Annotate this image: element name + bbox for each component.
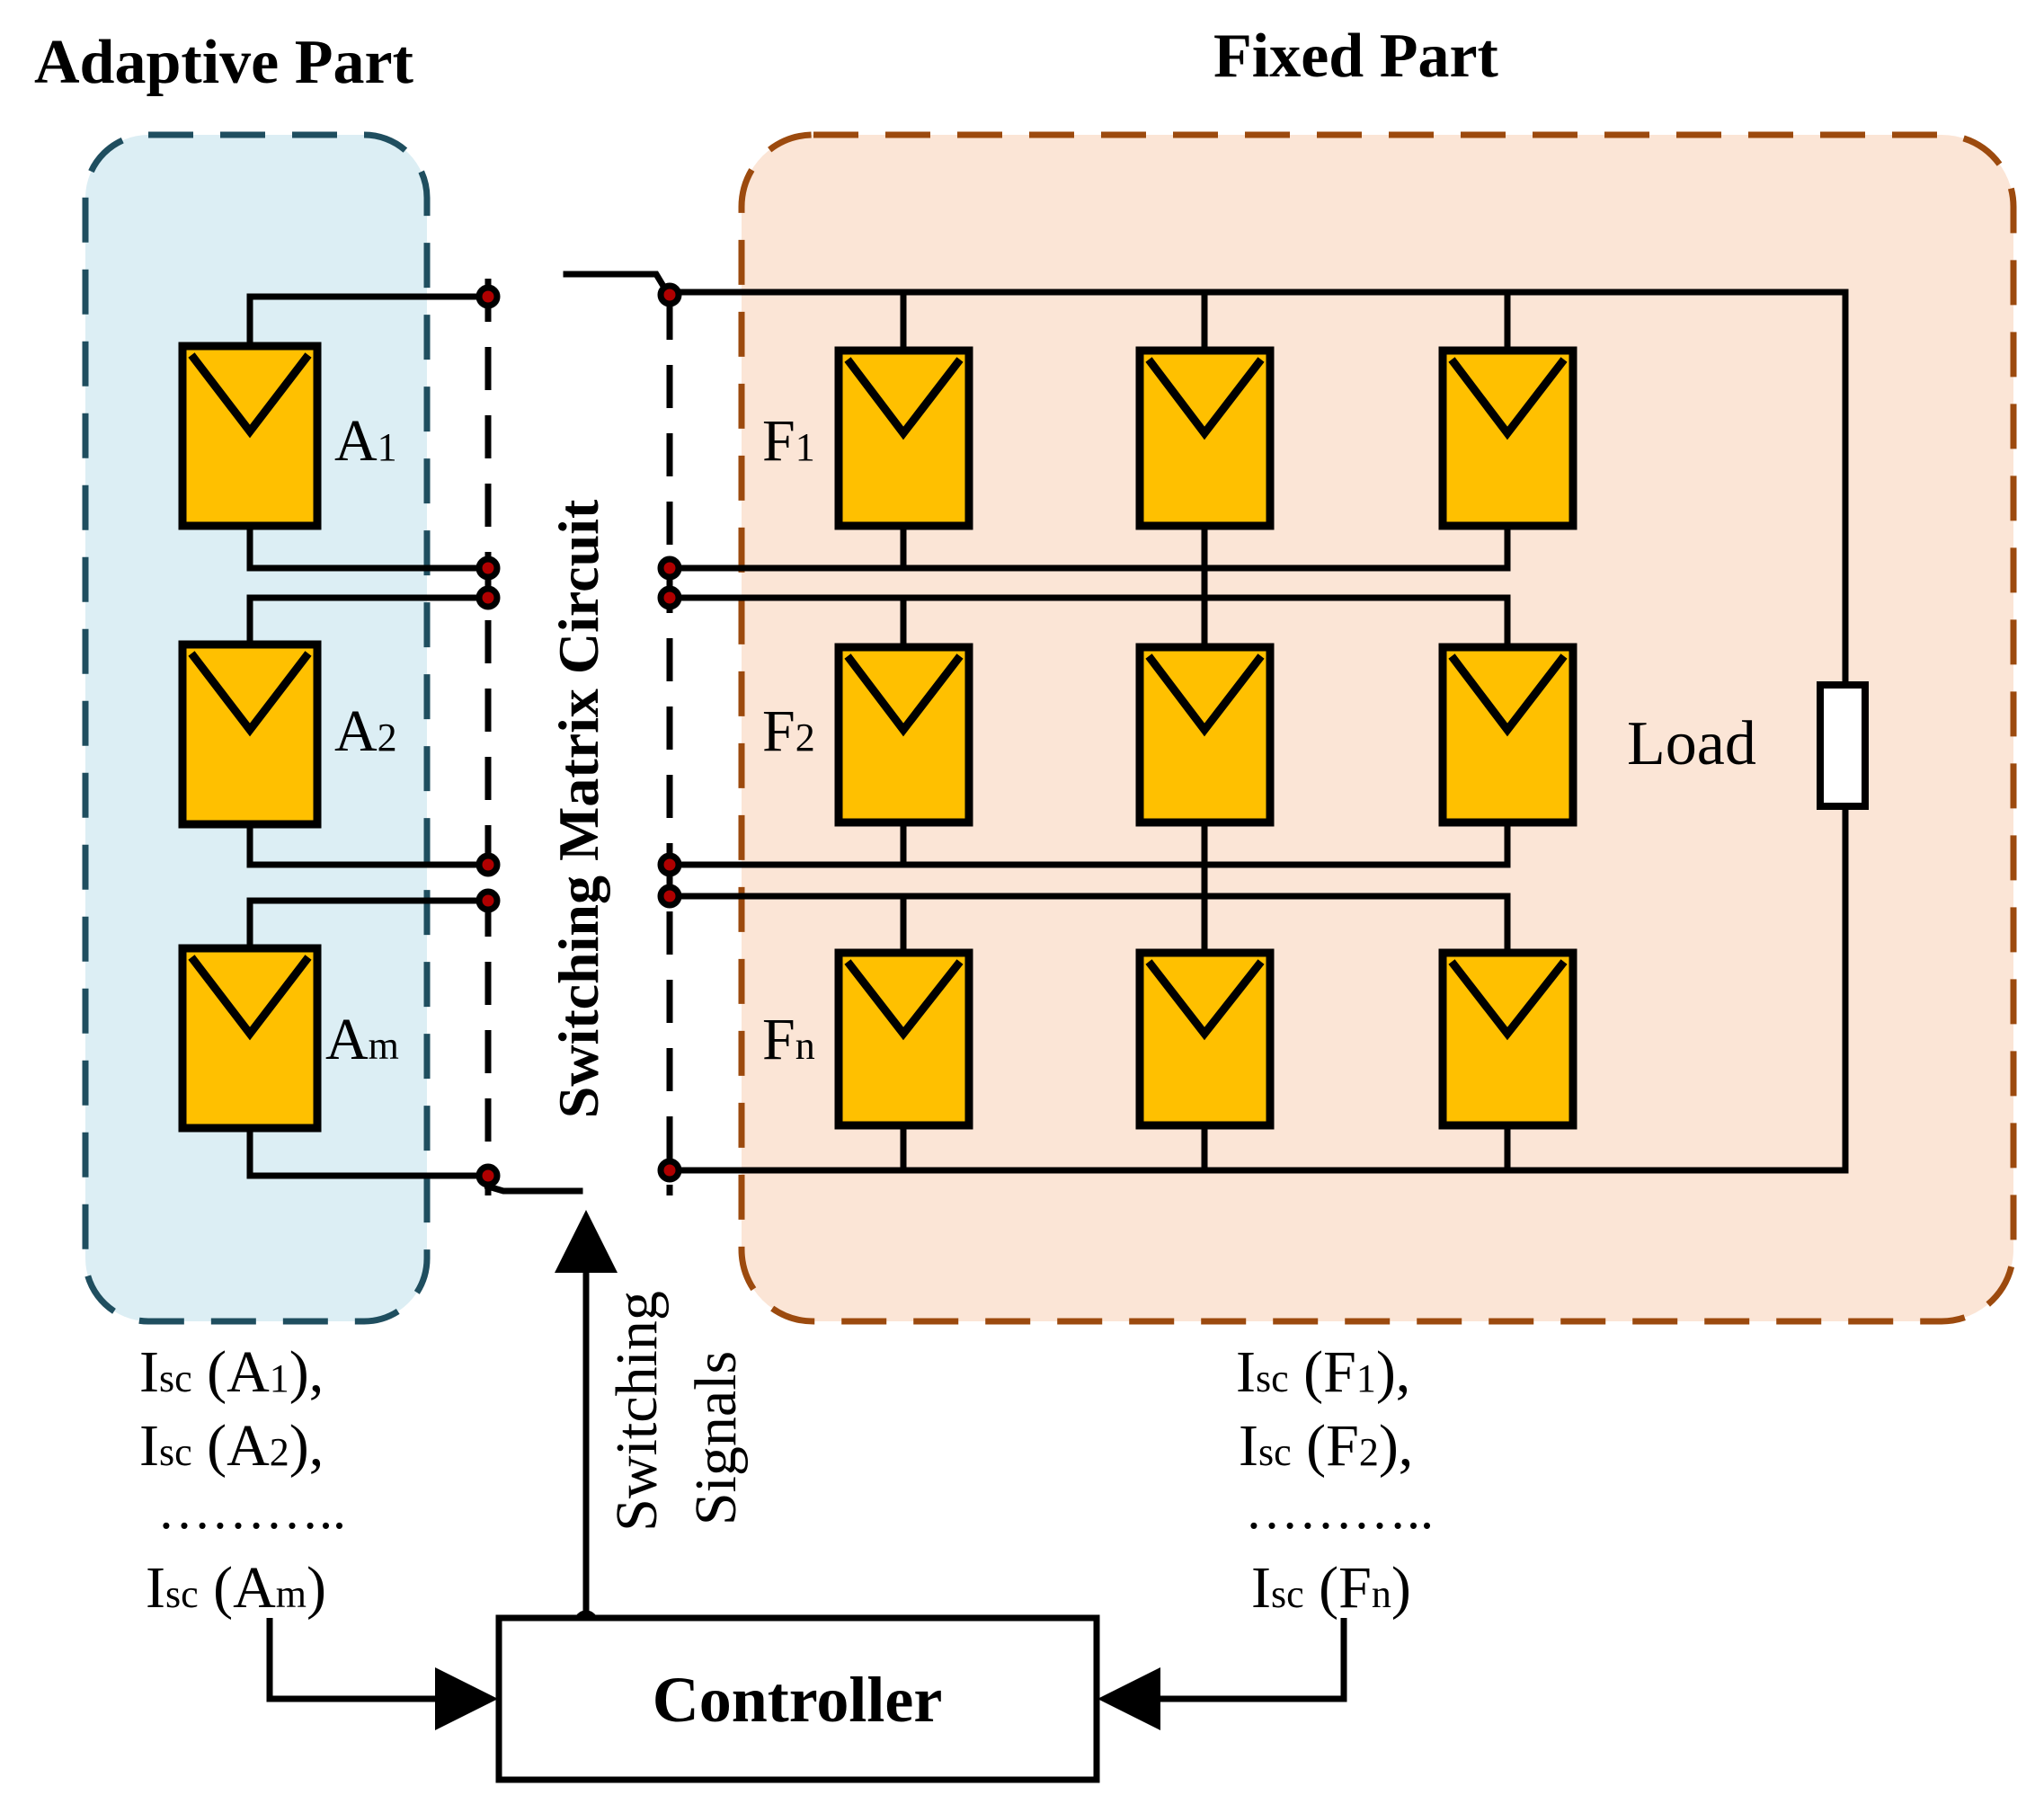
fixed-panel-row1-col1	[834, 346, 973, 530]
switch-nodes-left	[475, 284, 501, 1188]
adaptive-panel-a2	[178, 640, 322, 829]
fixed-label-f1: F1	[762, 408, 815, 474]
switching-signals-label-line1: Switching	[604, 1291, 670, 1532]
switching-matrix-label: Switching Matrix Circuit	[547, 499, 610, 1118]
fixed-wiring	[666, 289, 1849, 1174]
fixed-current-fn: Isc (Fn)	[1251, 1555, 1411, 1621]
fixed-measure-arrow	[1098, 1618, 1347, 1730]
fixed-part-region	[738, 131, 2017, 1325]
adaptive-label-a1: A1	[334, 408, 397, 474]
fixed-panel-row1-col2	[1135, 346, 1275, 530]
fixed-current-f2: Isc (F2),	[1239, 1413, 1413, 1479]
adaptive-current-dots: ………..	[157, 1480, 346, 1540]
fixed-panel-row3-col2	[1135, 948, 1275, 1130]
controller-box	[495, 1614, 1100, 1783]
fixed-panel-row2-col2	[1135, 643, 1275, 827]
fixed-current-dots: ………..	[1245, 1480, 1434, 1540]
fixed-panel-row3-col1	[834, 948, 973, 1130]
load-label: Load	[1627, 709, 1756, 778]
switching-signal-line	[484, 1182, 583, 1195]
adaptive-current-a2: Isc (A2),	[139, 1413, 324, 1479]
load-resistor	[1817, 681, 1869, 810]
adaptive-current-am: Isc (Am)	[146, 1555, 326, 1621]
fixed-panel-row3-col3	[1438, 948, 1577, 1130]
adaptive-panel-am	[178, 944, 322, 1133]
adaptive-currents-list: Isc (A1), Isc (A2), ……….. Isc (Am)	[139, 1339, 346, 1621]
fixed-part-heading: Fixed Part	[1213, 22, 1498, 91]
fixed-currents-list: Isc (F1), Isc (F2), ……….. Isc (Fn)	[1236, 1339, 1434, 1621]
fixed-panel-row2-col1	[834, 643, 973, 827]
fixed-panel-row1-col3	[1438, 346, 1577, 530]
adaptive-label-a2: A2	[334, 698, 397, 764]
adaptive-panel-a1	[178, 342, 322, 530]
controller-label: Controller	[653, 1664, 943, 1736]
fixed-label-f2: F2	[762, 698, 815, 764]
switching-signals-label-line2: Signals	[683, 1351, 749, 1525]
adaptive-part-heading: Adaptive Part	[34, 28, 413, 97]
fixed-current-f1: Isc (F1),	[1236, 1339, 1410, 1405]
fixed-label-fn: Fn	[762, 1007, 815, 1072]
switch-nodes-right	[657, 282, 682, 1183]
adaptive-current-a1: Isc (A1),	[139, 1339, 324, 1405]
adaptive-measure-arrow	[266, 1618, 498, 1730]
fixed-panel-row2-col3	[1438, 643, 1577, 827]
adaptive-label-am: Am	[325, 1007, 399, 1072]
